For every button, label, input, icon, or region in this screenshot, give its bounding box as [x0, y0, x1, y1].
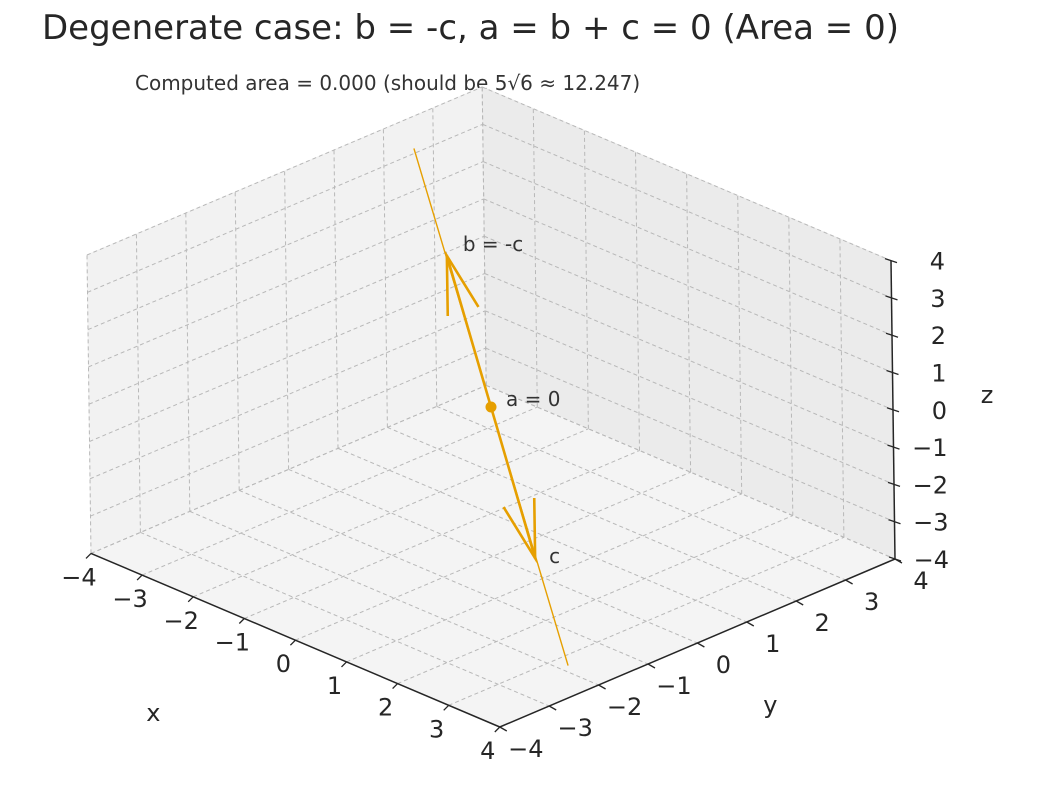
x-tick-label: 0 [276, 650, 291, 678]
z-tick [888, 556, 902, 562]
z-tick-label: 3 [930, 285, 945, 313]
z-tick-label: 4 [930, 248, 945, 276]
x-tick [238, 618, 245, 624]
z-tick [886, 369, 899, 376]
z-tick-label: −3 [913, 509, 948, 537]
gridline [432, 107, 438, 407]
gridline [90, 384, 487, 554]
gridline [86, 86, 483, 256]
x-tick-label: 2 [378, 694, 393, 722]
y-tick [598, 684, 606, 690]
vector-arrowhead [502, 498, 537, 563]
y-tick-label: −4 [508, 735, 543, 763]
x-tick [289, 639, 296, 646]
y-tick [548, 705, 557, 711]
z-tick [886, 407, 900, 413]
gridline [244, 450, 640, 619]
x-tick [494, 726, 501, 733]
gridline [788, 217, 794, 516]
z-tick [888, 519, 901, 525]
gridline [90, 347, 486, 517]
x-tick [136, 574, 143, 581]
z-tick-label: −4 [914, 546, 949, 574]
y-tick-label: −2 [607, 693, 642, 721]
y-tick-label: 0 [716, 651, 731, 679]
gridline [448, 536, 845, 706]
x-tick-label: 4 [480, 737, 495, 765]
origin-point [485, 401, 497, 413]
z-tick [885, 295, 898, 301]
gridline [89, 310, 486, 480]
gridline [141, 406, 538, 576]
z-tick-label: 0 [932, 397, 947, 425]
y-tick-label: 2 [815, 609, 830, 637]
vector-label: c [549, 544, 560, 568]
x-tick-label: 3 [429, 715, 444, 743]
z-tick-label: −2 [913, 471, 948, 499]
x-tick [85, 552, 92, 559]
gridline [87, 123, 483, 293]
gridline [686, 173, 692, 473]
chart-title: Degenerate case: b = -c, a = b + c = 0 (… [42, 8, 899, 48]
x-tick-label: −2 [164, 607, 199, 635]
vector-label: b = -c [463, 232, 523, 256]
gridline [737, 195, 743, 494]
x-tick [187, 596, 194, 603]
x-tick [443, 704, 450, 711]
gridline [295, 471, 691, 641]
gridline [284, 170, 290, 470]
z-tick-label: 1 [931, 360, 946, 388]
z-tick [884, 257, 898, 264]
gridline [397, 515, 793, 685]
z-tick-label: −1 [912, 434, 947, 462]
y-tick [697, 642, 705, 648]
z-axis-title: z [981, 381, 994, 409]
gridline [88, 235, 485, 405]
gridline [346, 493, 742, 663]
vector-1 [445, 255, 493, 408]
y-tick-label: −3 [558, 714, 593, 742]
gridline [635, 152, 640, 451]
y-tick-label: 4 [913, 567, 928, 595]
x-axis-title: x [146, 699, 160, 727]
y-axis-title: y [763, 691, 777, 719]
gridline [87, 161, 484, 331]
x-tick-label: −4 [61, 563, 96, 591]
gridline [532, 108, 538, 408]
point-label: a = 0 [506, 387, 560, 411]
y-tick [499, 726, 508, 732]
z-tick [887, 481, 901, 488]
y-tick [845, 579, 853, 585]
x-tick [392, 683, 399, 690]
z-tick [885, 332, 899, 338]
y-tick-label: 1 [765, 630, 780, 658]
z-tick [887, 444, 900, 450]
y-tick-label: −1 [656, 672, 691, 700]
y-tick [647, 663, 656, 669]
x-tick [341, 661, 347, 668]
gridline [193, 428, 589, 598]
vector-arrowhead [445, 251, 480, 316]
y-tick-label: 3 [864, 588, 879, 616]
gridline [89, 273, 485, 442]
vector-2 [489, 406, 537, 559]
x-tick-label: −1 [215, 629, 250, 657]
y-tick [795, 600, 804, 606]
z-tick-label: 2 [931, 322, 946, 350]
gridline [88, 198, 484, 368]
x-tick-label: −3 [112, 585, 147, 613]
x-tick-label: 1 [327, 672, 342, 700]
gridline [583, 130, 589, 429]
gridline [135, 233, 141, 533]
y-tick [746, 621, 755, 627]
chart-subtitle: Computed area = 0.000 (should be 5√6 ≈ 1… [135, 71, 641, 95]
